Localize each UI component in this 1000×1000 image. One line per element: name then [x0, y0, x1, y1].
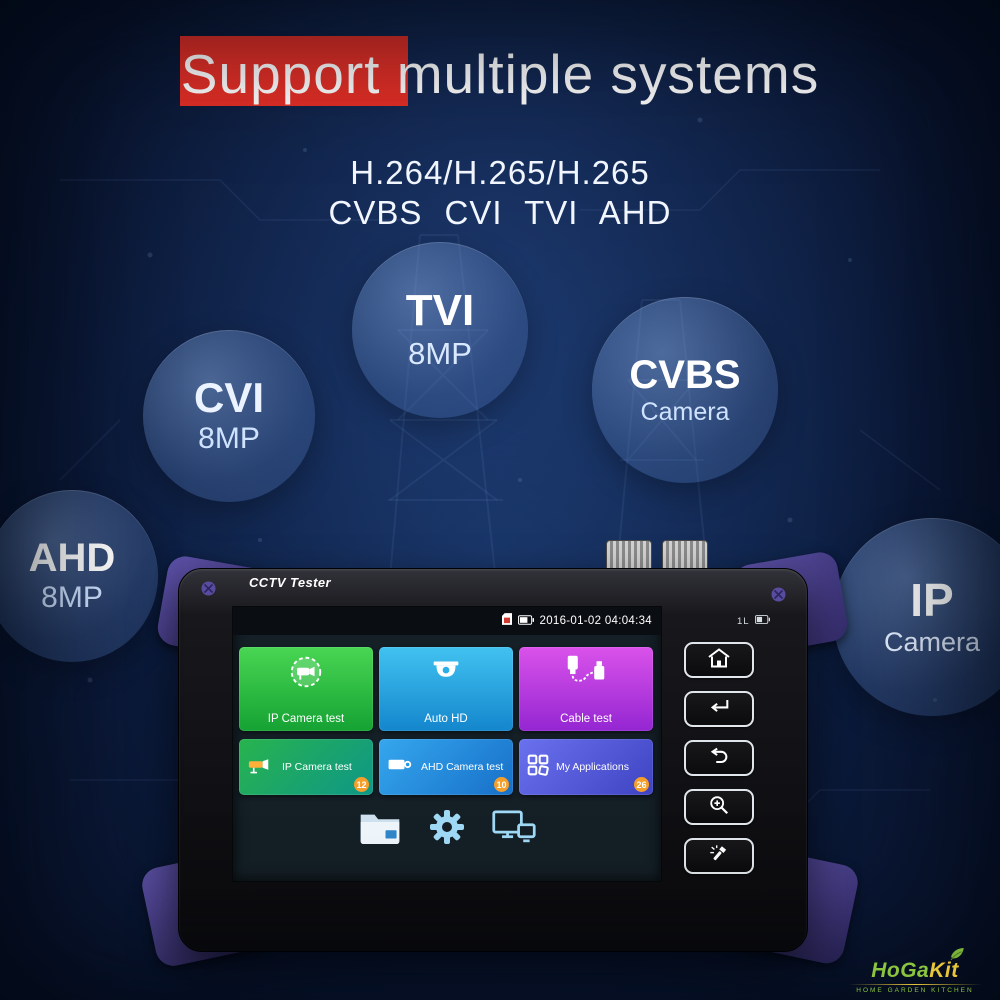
status-bar: 2016-01-02 04:04:34 — [233, 607, 661, 635]
bullet-camera-icon — [247, 754, 275, 780]
enter-icon — [707, 697, 731, 721]
app-tile-label: AHD Camera test — [421, 760, 504, 773]
badge-ip-camera: IP Camera — [833, 518, 1000, 716]
zoom-button[interactable] — [684, 789, 754, 825]
power-indicators: 1L — [737, 615, 770, 627]
cctv-tester-device: CCTV Tester 1L 2016-01-02 04:04:34 — [178, 568, 808, 952]
flashlight-button[interactable] — [684, 838, 754, 874]
watermark-tagline: Home Garden Kitchen — [856, 987, 974, 994]
watermark-brand-part2: Kit — [929, 959, 959, 982]
watermark-brand: HoGaKit — [840, 960, 990, 981]
app-tile-my-applications[interactable]: My Applications 26 — [519, 739, 653, 795]
title-accent-bar — [180, 36, 408, 106]
badge-ahd-title: AHD — [28, 536, 116, 580]
badge-ahd-8mp: AHD 8MP — [0, 490, 158, 662]
hardware-button-column — [684, 642, 754, 887]
app-tile-ahd-camera-test[interactable]: AHD Camera test 10 — [379, 739, 513, 795]
battery-icon — [517, 612, 534, 630]
file-explorer-folder-icon[interactable] — [357, 808, 403, 847]
badge-ip-title: IP — [910, 574, 954, 627]
enter-button[interactable] — [684, 691, 754, 727]
app-tile-label: Cable test — [560, 713, 612, 725]
banner-subtitle-codecs: H.264/H.265/H.265 — [350, 154, 650, 191]
leaf-icon — [948, 945, 966, 968]
badge-tvi-title: TVI — [405, 285, 475, 335]
home-icon — [706, 647, 732, 674]
app-tile-label: Auto HD — [424, 713, 468, 725]
app-tile-label: IP Camera test — [267, 713, 345, 725]
watermark-brand-part1: HoGa — [871, 959, 930, 982]
watermark-logo: HoGaKit Home Garden Kitchen — [840, 948, 990, 994]
battery-indicator-icon — [754, 615, 770, 627]
bnc-connector — [606, 540, 652, 572]
device-screen: 2016-01-02 04:04:34 IP Camera test — [233, 607, 661, 881]
sd-card-icon — [501, 612, 512, 630]
app-tile-ip-camera-test[interactable]: IP Camera test — [239, 647, 373, 731]
home-button[interactable] — [684, 642, 754, 678]
watermark-divider — [848, 984, 982, 985]
charge-indicator-label: 1L — [737, 615, 750, 627]
badge-cvbs-camera: CVBS Camera — [592, 297, 778, 483]
bnc-connector — [662, 540, 708, 572]
badge-cvi-8mp: CVI 8MP — [143, 330, 315, 502]
badge-cvi-subtitle: 8MP — [198, 422, 260, 456]
ip-camera-dashed-circle-icon — [287, 653, 325, 696]
app-tile-label: IP Camera test — [282, 760, 352, 773]
badge-cvi-title: CVI — [193, 373, 264, 421]
zoom-icon — [708, 794, 730, 821]
status-datetime: 2016-01-02 04:04:34 — [539, 615, 652, 627]
dock-bar — [233, 807, 661, 847]
back-button[interactable] — [684, 740, 754, 776]
pc-connection-icon[interactable] — [491, 808, 537, 847]
badge-ip-subtitle: Camera — [883, 626, 981, 657]
badge-ahd-subtitle: 8MP — [41, 581, 103, 614]
banner-subtitle-formats: CVBS CVI TVI AHD — [328, 194, 672, 231]
badge-tvi-subtitle: 8MP — [408, 336, 472, 372]
app-tile-label: My Applications — [556, 760, 629, 773]
screw-icon — [201, 581, 216, 601]
app-tile-badge: 12 — [354, 777, 369, 792]
app-tile-badge: 26 — [634, 777, 649, 792]
dome-camera-icon — [427, 653, 465, 696]
badge-tvi-8mp: TVI 8MP — [352, 242, 528, 418]
app-tile-ip-camera-test-2[interactable]: IP Camera test 12 — [239, 739, 373, 795]
app-tile-badge: 10 — [494, 777, 509, 792]
ahd-camera-icon — [387, 754, 414, 780]
screw-icon — [771, 587, 786, 607]
back-icon — [707, 746, 731, 770]
device-brand-label: CCTV Tester — [249, 575, 331, 590]
banner-title: Support multiple systems — [180, 43, 820, 105]
app-tile-auto-hd[interactable]: Auto HD — [379, 647, 513, 731]
settings-gear-icon[interactable] — [427, 807, 467, 847]
flashlight-icon — [708, 843, 730, 870]
badge-cvbs-title: CVBS — [629, 352, 741, 397]
apps-grid-icon — [527, 754, 549, 781]
badge-cvbs-subtitle: Camera — [640, 397, 730, 426]
app-tile-cable-test[interactable]: Cable test — [519, 647, 653, 731]
cable-connectors-icon — [565, 653, 607, 691]
